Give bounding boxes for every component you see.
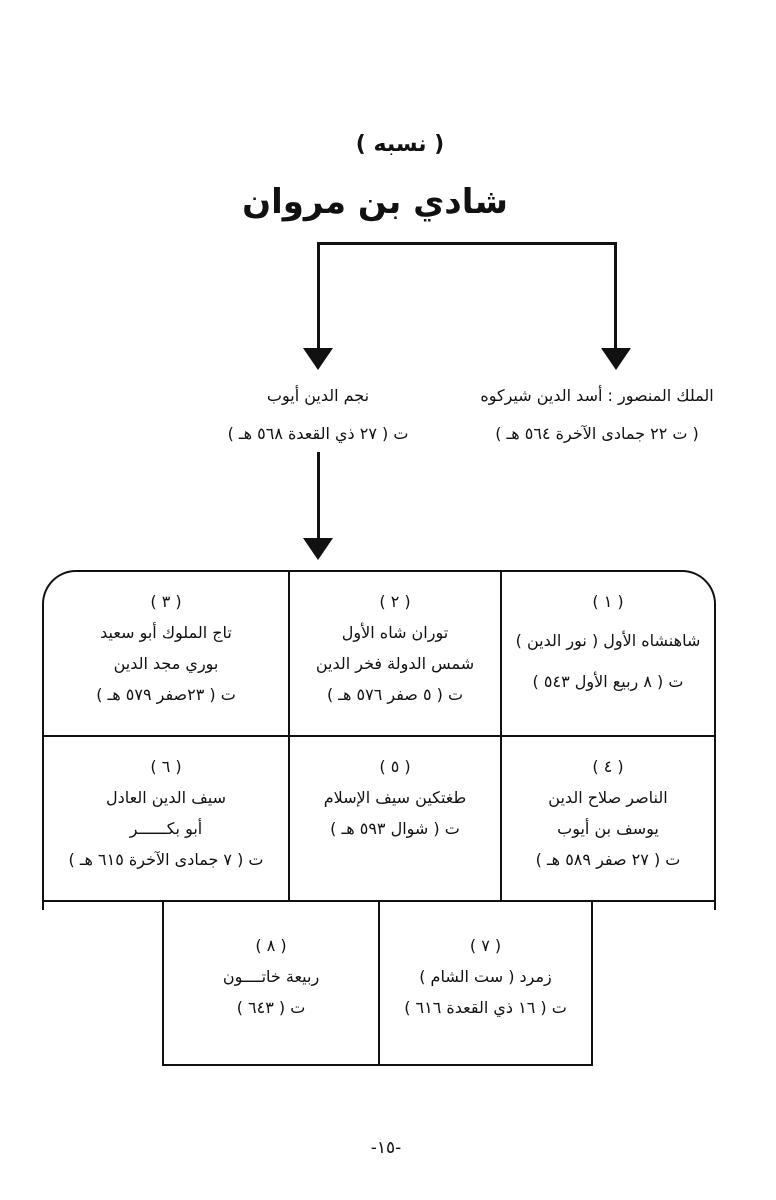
cell-death: ت ( ٦٤٣ ) bbox=[236, 998, 306, 1017]
cell-death: ت ( ١٦ ذي القعدة ٦١٦ ) bbox=[404, 998, 567, 1017]
cell-death: ت ( شوال ٥٩٣ هـ ) bbox=[330, 819, 460, 838]
cell-title: شمس الدولة فخر الدين bbox=[315, 654, 475, 673]
cell-number: ( ١ ) bbox=[592, 592, 624, 611]
cell-death: ت ( ٢٣صفر ٥٧٩ هـ ) bbox=[96, 685, 236, 704]
root-name: شادي بن مروان bbox=[242, 182, 508, 222]
child-cell-1: ( ١ ) شاهنشاه الأول ( نور الدين ) ت ( ٨ … bbox=[502, 572, 714, 735]
cell-number: ( ٦ ) bbox=[150, 757, 182, 776]
grid-row-divider bbox=[42, 735, 716, 737]
cell-name: شاهنشاه الأول ( نور الدين ) bbox=[515, 631, 701, 650]
arrow-down-icon bbox=[303, 348, 333, 370]
page-number: -١٥- bbox=[370, 1138, 402, 1158]
cell-number: ( ٥ ) bbox=[379, 757, 411, 776]
child-shirkuh-death: ( ت ٢٢ جمادى الآخرة ٥٦٤ هـ ) bbox=[495, 424, 699, 443]
cell-name: توران شاه الأول bbox=[341, 623, 449, 642]
child-cell-7: ( ٧ ) زمرد ( ست الشام ) ت ( ١٦ ذي القعدة… bbox=[380, 902, 591, 1064]
cell-title: أبو بكــــــر bbox=[129, 819, 203, 838]
cell-number: ( ٨ ) bbox=[255, 936, 287, 955]
connector-horizontal bbox=[317, 242, 617, 245]
cell-name: ربيعة خاتــــون bbox=[222, 967, 320, 986]
grid-col-divider bbox=[288, 570, 290, 901]
cell-title: يوسف بن أيوب bbox=[557, 819, 659, 838]
cell-death: ت ( ٢٧ صفر ٥٨٩ هـ ) bbox=[535, 850, 681, 869]
child-ayyub-name: نجم الدين أيوب bbox=[266, 386, 370, 405]
cell-name: تاج الملوك أبو سعيد bbox=[100, 623, 232, 642]
cell-number: ( ٤ ) bbox=[592, 757, 624, 776]
cell-name: الناصر صلاح الدين bbox=[548, 788, 668, 807]
child-cell-2: ( ٢ ) توران شاه الأول شمس الدولة فخر الد… bbox=[290, 572, 500, 735]
grid-col-divider bbox=[378, 900, 380, 1066]
child-cell-8: ( ٨ ) ربيعة خاتــــون ت ( ٦٤٣ ) bbox=[164, 902, 378, 1064]
child-cell-6: ( ٦ ) سيف الدين العادل أبو بكــــــر ت (… bbox=[44, 737, 288, 900]
heading: ( نسبه ) bbox=[355, 132, 445, 157]
cell-number: ( ٧ ) bbox=[469, 936, 502, 955]
grid-col-divider bbox=[500, 570, 502, 901]
connector-ayyub bbox=[317, 452, 320, 540]
cell-number: ( ٣ ) bbox=[150, 592, 182, 611]
child-cell-3: ( ٣ ) تاج الملوك أبو سعيد بوري مجد الدين… bbox=[44, 572, 288, 735]
grid-bottom-row-frame bbox=[162, 900, 593, 1066]
arrow-down-icon bbox=[303, 538, 333, 560]
cell-death: ت ( ٥ صفر ٥٧٦ هـ ) bbox=[326, 685, 464, 704]
child-cell-5: ( ٥ ) طغتكين سيف الإسلام ت ( شوال ٥٩٣ هـ… bbox=[290, 737, 500, 900]
child-shirkuh-name: الملك المنصور : أسد الدين شيركوه bbox=[480, 386, 714, 405]
cell-death: ت ( ٧ جمادى الآخرة ٦١٥ هـ ) bbox=[68, 850, 264, 869]
cell-title: بوري مجد الدين bbox=[113, 654, 219, 673]
cell-death: ت ( ٨ ربيع الأول ٥٤٣ ) bbox=[532, 672, 684, 691]
connector-left bbox=[317, 242, 320, 350]
connector-right bbox=[614, 242, 617, 350]
child-cell-4: ( ٤ ) الناصر صلاح الدين يوسف بن أيوب ت (… bbox=[502, 737, 714, 900]
children-grid-frame bbox=[42, 570, 716, 910]
cell-number: ( ٢ ) bbox=[379, 592, 411, 611]
cell-name: زمرد ( ست الشام ) bbox=[419, 967, 552, 986]
cell-name: سيف الدين العادل bbox=[106, 788, 226, 807]
child-ayyub-death: ت ( ٢٧ ذي القعدة ٥٦٨ هـ ) bbox=[227, 424, 409, 443]
arrow-down-icon bbox=[601, 348, 631, 370]
cell-name: طغتكين سيف الإسلام bbox=[323, 788, 467, 807]
